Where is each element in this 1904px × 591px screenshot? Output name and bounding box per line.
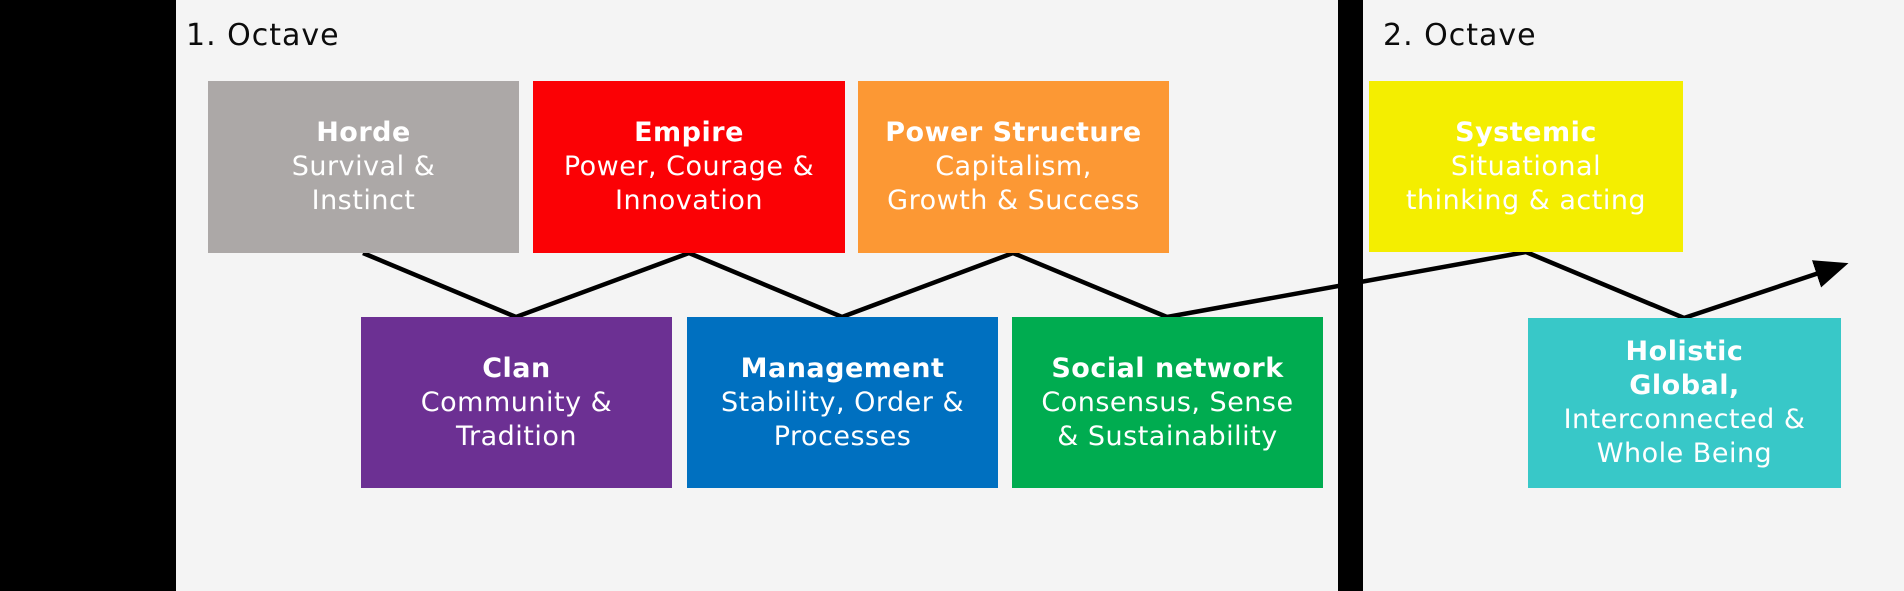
stage-box-line: Management (740, 352, 945, 384)
stage-box-line: Situational (1450, 150, 1602, 182)
stage-box-line: Growth & Success (887, 185, 1140, 216)
octave-1-label: 1. Octave (186, 18, 340, 53)
stage-box-line: Capitalism, (935, 151, 1092, 182)
stage-box-line: Stability, Order & (720, 386, 964, 418)
stage-box-line: Survival & (291, 151, 436, 182)
stage-box-line: & Sustainability (1057, 420, 1278, 452)
stage-box-line: Instinct (311, 185, 416, 216)
stage-box-line: Processes (773, 420, 912, 452)
stage-box-line: Clan (482, 352, 551, 384)
stage-box-line: Systemic (1455, 116, 1597, 148)
stage-box-line: Power Structure (885, 117, 1142, 148)
stage-box-line: Interconnected & (1563, 404, 1806, 435)
stage-box-line: Innovation (615, 185, 763, 216)
stage-box-line: Horde (316, 117, 411, 148)
octave-divider-bar (1338, 0, 1363, 591)
stage-box-line: Tradition (455, 420, 578, 452)
stage-box-line: Consensus, Sense (1041, 386, 1294, 418)
stage-box-line: Community & (420, 386, 613, 418)
stage-box-line: Empire (634, 117, 744, 148)
stage-box-line: Power, Courage & (563, 151, 815, 182)
octave-2-label: 2. Octave (1383, 18, 1537, 53)
stage-box-line: Global, (1629, 370, 1740, 401)
stage-box-line: Whole Being (1596, 438, 1773, 469)
zigzag-line (362, 249, 1849, 321)
left-black-bar (0, 0, 176, 591)
stage-box-line: Holistic (1625, 336, 1744, 367)
stage-box-line: Social network (1051, 352, 1284, 384)
stage-box-line: thinking & acting (1405, 184, 1647, 216)
